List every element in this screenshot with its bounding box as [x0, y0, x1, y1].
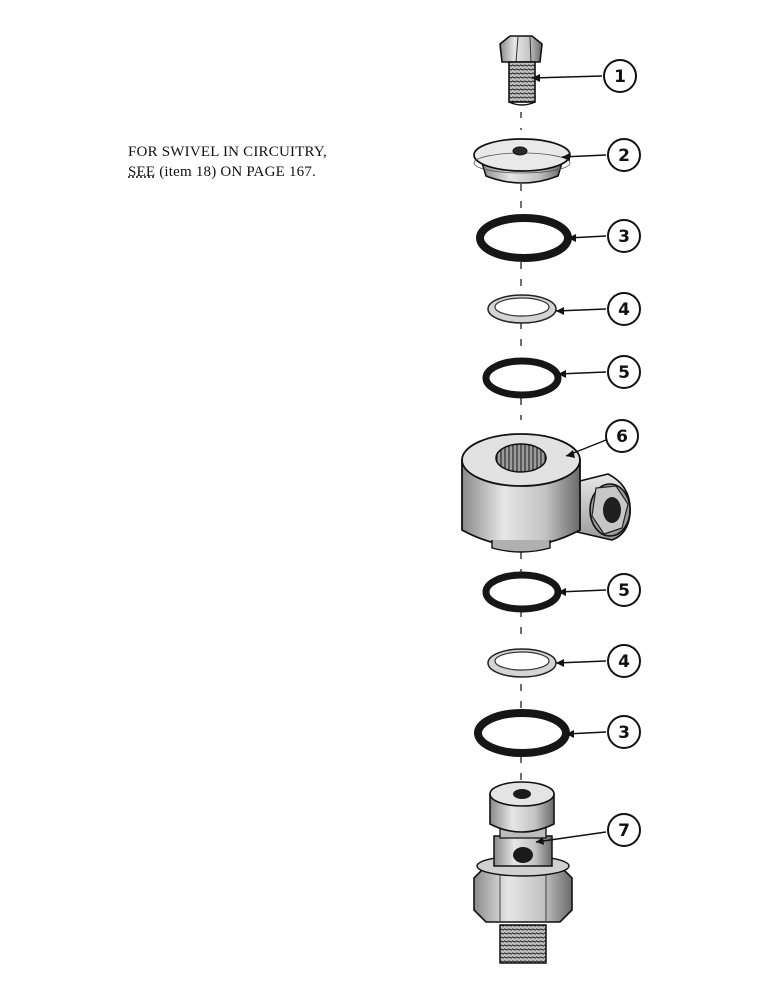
callout-6-label: 6: [616, 427, 628, 447]
callout-group: [531, 75, 607, 843]
cap-washer-icon[interactable]: [473, 138, 571, 184]
o-ring-small-top-icon[interactable]: [482, 357, 562, 399]
callout-1-label: 1: [614, 67, 626, 87]
callout-7-label: 7: [618, 821, 630, 841]
swivel-reference-note: FOR SWIVEL IN CIRCUITRY, SEE (item 18) O…: [128, 142, 327, 182]
note-line-2: SEE (item 18) ON PAGE 167.: [128, 162, 327, 182]
callout-markers: [532, 74, 576, 845]
callout-1[interactable]: 1: [603, 59, 637, 93]
leader-4a: [555, 308, 607, 312]
swivel-body-icon[interactable]: [461, 433, 631, 553]
callout-7[interactable]: 7: [607, 813, 641, 847]
o-ring-small-bottom-icon[interactable]: [482, 571, 562, 613]
callout-4a-label: 4: [618, 300, 630, 320]
note-line-1: FOR SWIVEL IN CIRCUITRY,: [128, 144, 327, 160]
callout-2[interactable]: 2: [607, 138, 641, 172]
swivel-stem-icon[interactable]: [473, 781, 573, 964]
note-line-2-text: (item 18) ON PAGE 167.: [155, 164, 316, 180]
callout-4a[interactable]: 4: [607, 292, 641, 326]
callout-3b-label: 3: [618, 723, 630, 743]
callout-5a[interactable]: 5: [607, 355, 641, 389]
callout-6[interactable]: 6: [605, 419, 639, 453]
callout-3b[interactable]: 3: [607, 715, 641, 749]
callout-5b[interactable]: 5: [607, 573, 641, 607]
leader-7: [535, 831, 607, 843]
callout-3a-label: 3: [618, 227, 630, 247]
leader-1: [531, 75, 603, 79]
callout-5b-label: 5: [618, 581, 630, 601]
note-see-link[interactable]: SEE: [128, 164, 156, 180]
cap-screw-icon[interactable]: [499, 35, 543, 106]
callout-2-label: 2: [618, 146, 630, 166]
leader-4b: [555, 660, 607, 664]
callout-4b[interactable]: 4: [607, 644, 641, 678]
callout-3a[interactable]: 3: [607, 219, 641, 253]
o-ring-large-bottom-icon[interactable]: [474, 709, 570, 757]
backup-ring-bottom-icon[interactable]: [487, 648, 557, 678]
callout-4b-label: 4: [618, 652, 630, 672]
o-ring-large-top-icon[interactable]: [476, 214, 572, 262]
backup-ring-top-icon[interactable]: [487, 294, 557, 324]
callout-5a-label: 5: [618, 363, 630, 383]
